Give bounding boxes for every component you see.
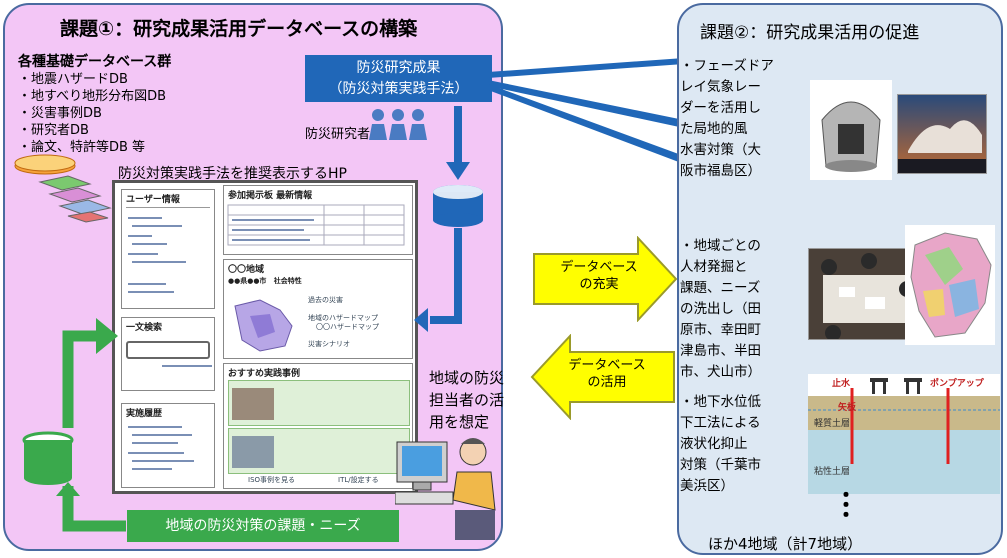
beam-connector bbox=[488, 58, 684, 164]
research-box-line2: （防災対策実践手法） bbox=[328, 81, 469, 97]
other-regions-label: ほか4地域（計7地域） bbox=[708, 535, 863, 553]
researchers-label: 防災研究者 bbox=[305, 127, 371, 142]
footer-left-link[interactable]: ISO事例を見る bbox=[248, 476, 296, 484]
municipal-line2: 担当者の活 bbox=[429, 391, 505, 409]
history-card: 実施履歴 bbox=[121, 403, 215, 488]
db-item: ・地震ハザードDB bbox=[18, 72, 128, 87]
db-item: ・研究者DB bbox=[18, 123, 89, 138]
scenario-label: 災害シナリオ bbox=[308, 340, 350, 348]
right-panel-title: 課題②：研究成果活用の促進 bbox=[700, 23, 920, 43]
search-card: 一文検索 bbox=[121, 317, 215, 391]
case2-text: ・地域ごとの 人材発掘と 課題、ニーズ の洗出し（田 原市、幸田町 津島市、半田… bbox=[680, 236, 761, 383]
hp-title: 防災対策実践手法を推奨表示するHP bbox=[118, 166, 347, 182]
case1-text: ・フェーズドア レイ気象レー ダーを活用し た局地的風 水害対策（大 阪市福島区… bbox=[680, 56, 774, 182]
case3-line: 液状化抑止 bbox=[680, 436, 748, 452]
enrich-arrow-text: データベース の充実 bbox=[548, 259, 650, 293]
case3-text: ・地下水位低 下工法による 液状化抑止 対策（千葉市 美浜区） bbox=[680, 392, 761, 497]
use-line2: の活用 bbox=[587, 375, 627, 390]
case3-line: ・地下水位低 bbox=[680, 394, 761, 410]
user-info-lines bbox=[128, 217, 186, 293]
enrich-line1: データベース bbox=[560, 260, 638, 275]
enrich-line2: の充実 bbox=[579, 277, 619, 292]
case1-line: ・フェーズドア bbox=[680, 58, 774, 74]
search-heading: 一文検索 bbox=[126, 323, 163, 333]
radar-device-image bbox=[810, 80, 892, 180]
case1-line: 水害対策（大 bbox=[680, 142, 761, 158]
clay-soil-label: 粘性土層 bbox=[814, 467, 851, 477]
use-arrow bbox=[530, 334, 675, 420]
area-row-label: ●●県●●市 bbox=[228, 277, 267, 285]
case3-line: 対策（千葉市 bbox=[680, 457, 761, 473]
case2-line: ・地域ごとの bbox=[680, 238, 761, 254]
case2-line: 人材発掘と bbox=[680, 259, 748, 275]
user-info-heading: ユーザー情報 bbox=[126, 195, 180, 205]
database-cylinder-flow bbox=[430, 106, 483, 324]
sheet-pile-label: 矢板 bbox=[838, 403, 857, 413]
case2-line: 津島市、半田 bbox=[680, 343, 761, 359]
municipal-line3: 用を想定 bbox=[429, 413, 490, 431]
case2-line: の洗出し（田 bbox=[680, 301, 761, 317]
enrich-arrow bbox=[533, 236, 678, 322]
user-info-card: ユーザー情報 bbox=[121, 189, 215, 309]
hp-mockup: ユーザー情報 一文検索 実施履歴 参加掲示板 最新情報 bbox=[112, 180, 418, 494]
past-disaster-label: 過去の災害 bbox=[308, 296, 343, 304]
db-item: ・論文、特許等DB 等 bbox=[18, 140, 146, 155]
board-table bbox=[227, 204, 405, 246]
workshop-photo bbox=[808, 248, 918, 340]
history-lines bbox=[128, 426, 194, 470]
case3-line: 美浜区） bbox=[680, 478, 734, 494]
area-row: ●●県●●市 社会特性 bbox=[224, 277, 412, 286]
hazard-map-label: 地域のハザードマップ bbox=[308, 314, 378, 322]
database-group-list: 各種基礎データベース群 ・地震ハザードDB ・地すべり地形分布図DB ・災害事例… bbox=[18, 54, 171, 156]
case3-line: 下工法による bbox=[680, 415, 761, 431]
storm-cloud-photo bbox=[897, 94, 987, 174]
history-heading: 実施履歴 bbox=[126, 409, 163, 419]
research-box-line1: 防災研究成果 bbox=[356, 60, 441, 76]
board-card: 参加掲示板 最新情報 bbox=[223, 185, 413, 255]
recommend-heading: おすすめ実践事例 bbox=[228, 369, 301, 379]
footer-right-link[interactable]: ITL/設定する bbox=[338, 476, 379, 484]
continuation-dots: ・・・ bbox=[836, 483, 856, 527]
db-group-heading: 各種基礎データベース群 bbox=[18, 54, 172, 70]
municipal-staff-text: 地域の防災 担当者の活 用を想定 bbox=[429, 367, 504, 433]
use-arrow-text: データベース の活用 bbox=[556, 357, 658, 391]
pump-up-label: ポンプアップ bbox=[930, 379, 984, 389]
db-item: ・地すべり地形分布図DB bbox=[18, 89, 167, 104]
staff-computer-icon bbox=[395, 438, 496, 540]
layer-stack-icon bbox=[14, 154, 112, 223]
green-feedback-loop bbox=[22, 318, 126, 532]
case1-line: 阪市福島区） bbox=[680, 163, 761, 179]
society-label: 社会特性 bbox=[273, 277, 302, 285]
area-map-image bbox=[234, 299, 293, 352]
area-heading: 〇〇地域 bbox=[228, 265, 265, 275]
search-input[interactable] bbox=[126, 341, 210, 359]
regional-needs-bar: 地域の防災対策の課題・ニーズ bbox=[127, 510, 399, 542]
left-panel-title: 課題①：研究成果活用データベースの構築 bbox=[60, 18, 418, 40]
region-map-image bbox=[905, 225, 995, 345]
case2-line: 市、犬山市） bbox=[680, 364, 761, 380]
case2-line: 課題、ニーズ bbox=[680, 280, 761, 296]
soil-layers bbox=[808, 378, 1000, 494]
case1-line: レイ気象レー bbox=[680, 79, 761, 95]
liquefaction-diagram: 止水 ポンプアップ 矢板 軽質土層 粘性土層 bbox=[808, 374, 1000, 494]
case2-line: 原市、幸田町 bbox=[680, 322, 761, 338]
light-soil-label: 軽質土層 bbox=[814, 419, 851, 429]
research-results-box: 防災研究成果 （防災対策実践手法） bbox=[305, 55, 492, 102]
municipal-line1: 地域の防災 bbox=[429, 369, 505, 387]
db-item: ・災害事例DB bbox=[18, 106, 102, 121]
flow-arrowhead-icon bbox=[414, 308, 428, 332]
board-heading: 参加掲示板 最新情報 bbox=[228, 191, 313, 201]
stop-water-label: 止水 bbox=[832, 379, 851, 389]
case1-line: た局地的風 bbox=[680, 121, 748, 137]
case-photo-1 bbox=[232, 388, 274, 420]
case-photo-2 bbox=[232, 436, 274, 468]
area-card: 〇〇地域 ●●県●●市 社会特性 過去の災害 地域のハザードマップ 〇〇ハザード… bbox=[223, 259, 413, 359]
researchers-icon bbox=[369, 109, 427, 140]
hazard-map-sub: 〇〇ハザードマップ bbox=[316, 323, 379, 331]
case1-line: ダーを活用し bbox=[680, 100, 761, 116]
recommend-card: おすすめ実践事例 ISO事例を見る ITL/設定する bbox=[223, 363, 413, 489]
use-line1: データベース bbox=[568, 358, 646, 373]
